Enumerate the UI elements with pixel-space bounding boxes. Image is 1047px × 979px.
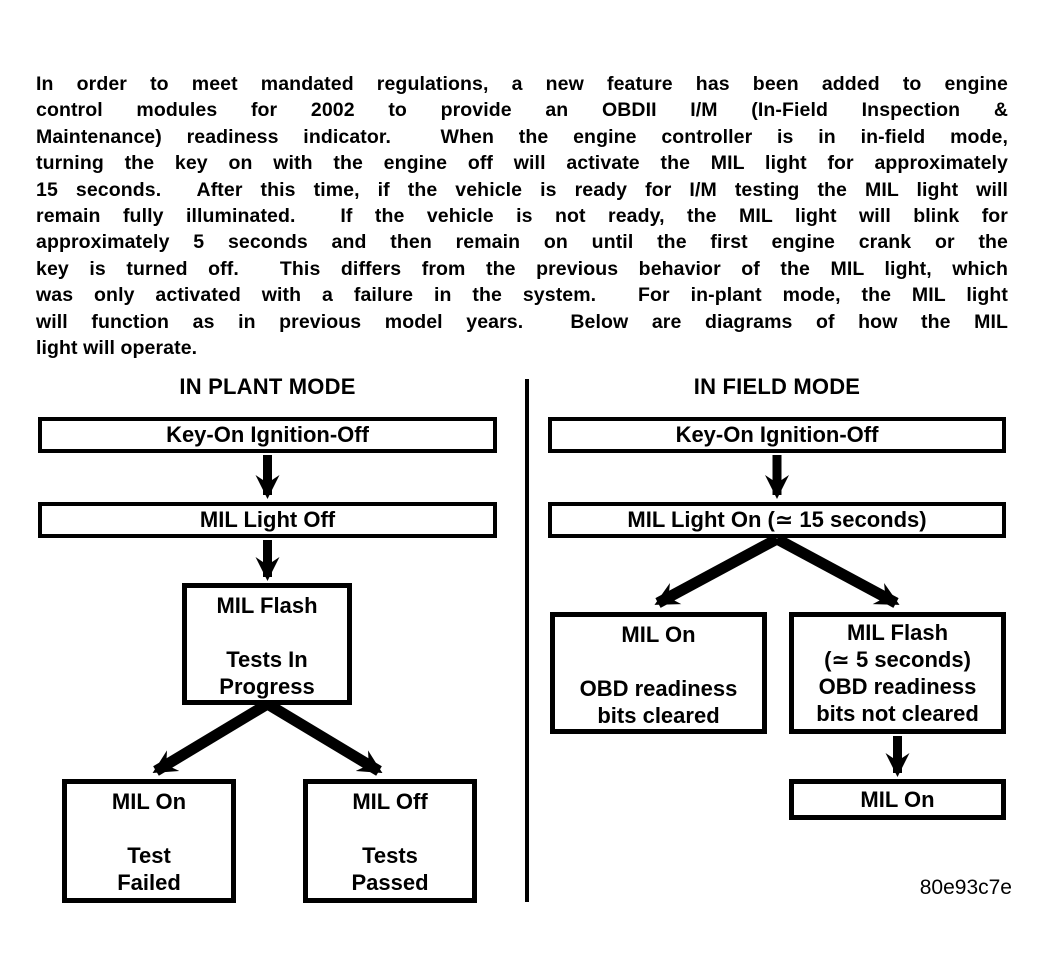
in-field-mil-light-on-label: MIL Light On (≃ 15 seconds) [627, 507, 927, 532]
column-divider [525, 379, 529, 902]
box-line: bits cleared [597, 703, 720, 728]
paragraph-line: key is turned off. This differs from the… [36, 257, 1008, 280]
in-plant-mode-title: IN PLANT MODE [179, 374, 356, 399]
box-line: Test [127, 843, 171, 868]
box-line: MIL Flash [846, 620, 949, 645]
paragraph-line: Maintenance) readiness indicator. When t… [36, 125, 1008, 148]
in-field-mil-on-final-box: MIL On [789, 779, 1006, 820]
box-line: OBD readiness [579, 676, 738, 701]
in-plant-tests-passed-box: MIL Off Tests Passed [303, 779, 477, 903]
in-field-key-on-box: Key-On Ignition-Off [548, 417, 1006, 453]
paragraph-line: approximately 5 seconds and then remain … [36, 231, 1008, 254]
paragraph-line: turning the key on with the engine off w… [36, 152, 1008, 175]
paragraph-line: In order to meet mandated regulations, a… [36, 73, 1008, 95]
in-plant-mil-flash-box: MIL Flash Tests In Progress [182, 583, 352, 705]
box-line: MIL Off [352, 789, 428, 814]
in-field-mil-on-final-label: MIL On [860, 786, 935, 812]
in-field-bits-cleared-box: MIL On OBD readiness bits cleared [550, 612, 767, 734]
box-line: MIL Flash [216, 593, 318, 618]
paragraph-line: will function as in previous model years… [36, 310, 1008, 333]
box-line: Passed [351, 870, 429, 895]
paragraph-line: light will operate. [36, 337, 198, 360]
box-line: MIL On [621, 622, 696, 647]
intro-paragraph: In order to meet mandated regulations, a… [36, 71, 1008, 361]
arrow-flash-to-passed [264, 699, 383, 776]
arrow-milon-to-cleared [654, 534, 780, 608]
arrow-milon-to-notcleared [774, 534, 900, 608]
box-line: Tests [362, 843, 418, 868]
paragraph-line: was only activated with a failure in the… [36, 284, 1008, 307]
in-field-key-on-label: Key-On Ignition-Off [675, 422, 879, 447]
paragraph-line: 15 seconds. After this time, if the vehi… [36, 178, 1008, 201]
box-line: MIL On [111, 789, 187, 814]
figure-code: 80e93c7e [919, 876, 1012, 899]
paragraph-line: control modules for 2002 to provide an O… [36, 99, 1008, 122]
in-plant-mil-light-off-box: MIL Light Off [38, 502, 497, 538]
box-line: OBD readiness [818, 674, 977, 699]
box-line: Failed [117, 870, 181, 895]
in-field-bits-not-cleared-box: MIL Flash (≃ 5 seconds) OBD readiness bi… [789, 612, 1006, 734]
box-line: (≃ 5 seconds) [824, 647, 971, 672]
in-plant-mil-light-off-label: MIL Light Off [199, 507, 336, 532]
in-field-mil-light-on-box: MIL Light On (≃ 15 seconds) [548, 502, 1006, 538]
paragraph-line: remain fully illuminated. If the vehicle… [36, 205, 1008, 228]
box-line: Tests In [226, 647, 308, 672]
box-line: bits not cleared [816, 701, 979, 726]
in-field-mode-title: IN FIELD MODE [693, 374, 861, 399]
in-plant-test-failed-box: MIL On Test Failed [62, 779, 236, 903]
in-plant-key-on-label: Key-On Ignition-Off [166, 422, 369, 447]
box-line: Progress [219, 674, 315, 699]
in-plant-key-on-box: Key-On Ignition-Off [38, 417, 497, 453]
arrow-flash-to-failed [152, 699, 271, 776]
